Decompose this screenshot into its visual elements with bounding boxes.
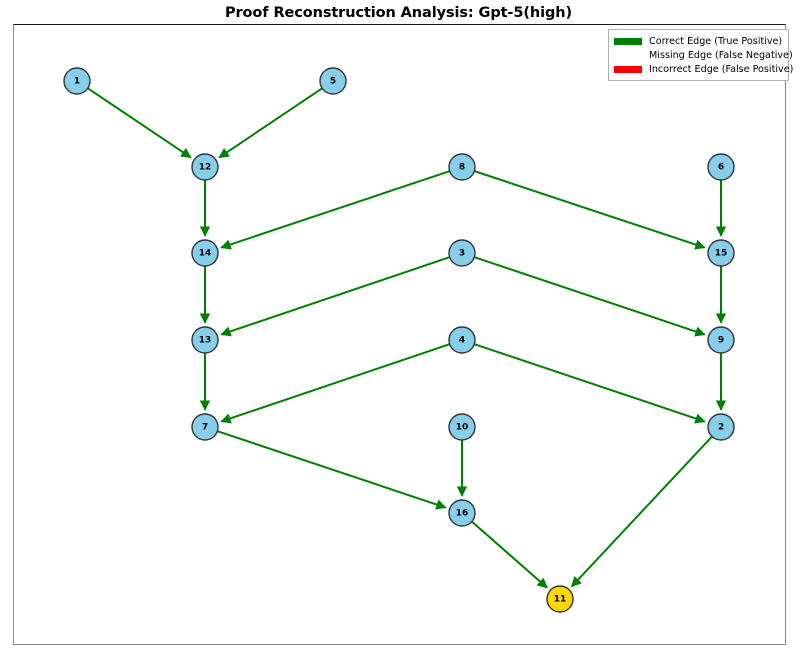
- graph-node[interactable]: 3: [448, 239, 476, 267]
- node-circle[interactable]: [707, 413, 735, 441]
- graph-edge: [471, 521, 548, 589]
- legend: Correct Edge (True Positive) Missing Edg…: [608, 29, 793, 81]
- graph-node[interactable]: 1: [63, 67, 91, 95]
- graph-node[interactable]: 6: [707, 153, 735, 181]
- graph-node[interactable]: 10: [448, 413, 476, 441]
- plot-axes-frame: [13, 24, 786, 645]
- node-circle[interactable]: [63, 67, 91, 95]
- graph-edge: [474, 256, 706, 337]
- legend-label-incorrect-edge: Incorrect Edge (False Positive): [649, 63, 794, 75]
- legend-item-incorrect-edge: Incorrect Edge (False Positive): [614, 62, 793, 76]
- node-circle[interactable]: [191, 326, 219, 354]
- page-title: Proof Reconstruction Analysis: Gpt-5(hig…: [224, 5, 572, 21]
- graph-node[interactable]: 11: [546, 585, 574, 613]
- node-circle[interactable]: [191, 153, 219, 181]
- graph-node[interactable]: 15: [707, 239, 735, 267]
- node-circle[interactable]: [191, 413, 219, 441]
- legend-item-correct-edge: Correct Edge (True Positive): [614, 34, 783, 48]
- green-line-swatch: [614, 37, 642, 45]
- node-circle[interactable]: [448, 413, 476, 441]
- node-circle[interactable]: [707, 326, 735, 354]
- graph-node[interactable]: 13: [191, 326, 219, 354]
- legend-label-correct-edge: Correct Edge (True Positive): [649, 35, 783, 47]
- legend-label-missing-edge: Missing Edge (False Negative): [649, 49, 793, 61]
- graph-edge: [474, 343, 706, 424]
- graph-edge: [87, 87, 192, 159]
- node-circle[interactable]: [707, 153, 735, 181]
- graph-edge: [218, 87, 323, 159]
- node-circle[interactable]: [448, 499, 476, 527]
- node-circle[interactable]: [707, 239, 735, 267]
- graph-edge: [571, 436, 713, 588]
- graph-node[interactable]: 12: [191, 153, 219, 181]
- graph-node[interactable]: 4: [448, 326, 476, 354]
- graph-edge: [220, 343, 450, 424]
- edge-layer: [87, 87, 727, 589]
- graph-edge: [217, 430, 447, 510]
- node-circle[interactable]: [319, 67, 347, 95]
- graph-node[interactable]: 5: [319, 67, 347, 95]
- node-circle[interactable]: [448, 239, 476, 267]
- node-circle[interactable]: [546, 585, 574, 613]
- graph-node[interactable]: 7: [191, 413, 219, 441]
- node-circle[interactable]: [448, 326, 476, 354]
- graph-edge: [474, 170, 706, 250]
- graph-edge: [220, 170, 450, 250]
- graph-node[interactable]: 2: [707, 413, 735, 441]
- legend-item-missing-edge: Missing Edge (False Negative): [614, 48, 793, 62]
- graph-edge: [220, 256, 450, 337]
- node-circle[interactable]: [448, 153, 476, 181]
- graph-node[interactable]: 8: [448, 153, 476, 181]
- graph-node[interactable]: 9: [707, 326, 735, 354]
- red-line-swatch: [614, 65, 642, 73]
- graph-node[interactable]: 16: [448, 499, 476, 527]
- graph-node[interactable]: 14: [191, 239, 219, 267]
- node-circle[interactable]: [191, 239, 219, 267]
- gray-dashed-line-swatch: [614, 52, 642, 59]
